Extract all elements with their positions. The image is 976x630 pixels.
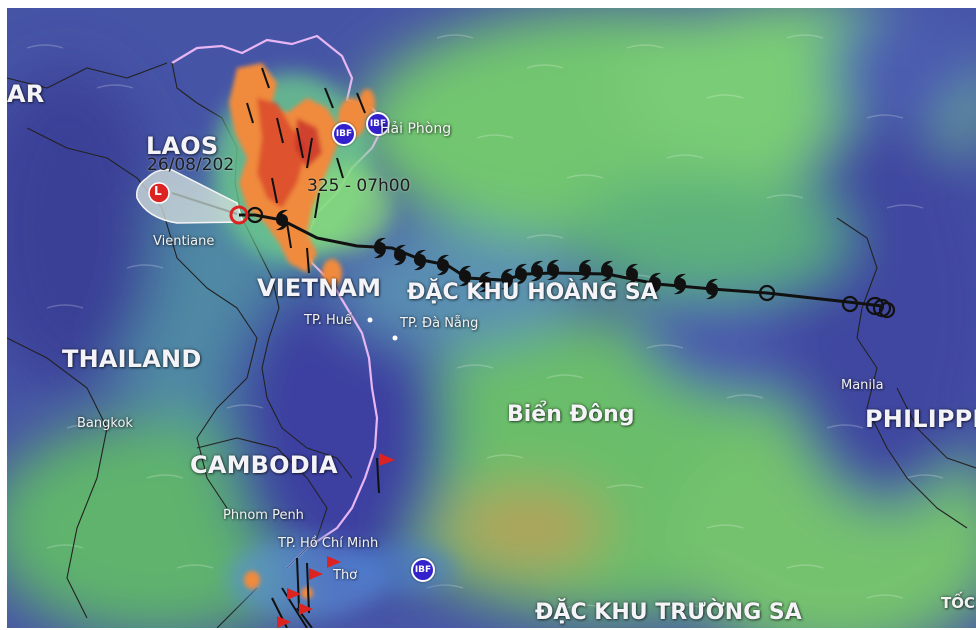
typhoon-symbol-icon <box>674 273 686 295</box>
label-myanmar-fragment: AR <box>7 80 45 108</box>
flag-icon <box>327 556 341 568</box>
typhoon-symbol-icon <box>414 249 426 271</box>
typhoon-symbol-icon <box>394 244 406 266</box>
label-can-tho: Thơ <box>333 568 358 583</box>
typhoon-symbol-icon <box>479 271 491 293</box>
forecast-time-label-2: 325 - 07h00 <box>307 176 411 196</box>
weather-map[interactable]: L IBF IBF IBF AR LAOS VIETNAM THAILAND C… <box>7 8 976 628</box>
low-marker-letter: L <box>154 184 162 198</box>
forecast-time-label-1: 26/08/202 <box>147 155 235 175</box>
label-hoang-sa: ĐẶC KHU HOÀNG SA <box>407 280 658 305</box>
label-da-nang: TP. Đà Nẵng <box>400 316 479 331</box>
flag-icon <box>277 616 291 628</box>
typhoon-symbol-icon <box>531 260 543 282</box>
flag-icons <box>277 453 395 628</box>
label-phnom-penh: Phnom Penh <box>223 508 304 523</box>
label-philippines: PHILIPPI <box>865 405 976 433</box>
label-thailand: THAILAND <box>62 345 202 373</box>
typhoon-symbol-icon <box>706 278 718 300</box>
typhoon-symbol-icon <box>501 268 513 290</box>
typhoon-symbol-icon <box>547 259 559 281</box>
label-laos: LAOS <box>146 132 219 160</box>
wind-barbs-north <box>246 67 366 274</box>
weather-station-icon[interactable]: IBF <box>332 122 356 146</box>
label-cambodia: CAMBODIA <box>190 451 338 479</box>
typhoon-symbol-icon <box>276 209 288 231</box>
typhoon-symbol-icon <box>601 260 613 282</box>
flag-icon <box>287 588 301 600</box>
typhoon-symbols <box>276 209 718 300</box>
flag-icon <box>309 568 323 580</box>
typhoon-symbol-icon <box>437 254 449 276</box>
storm-track <box>229 205 896 319</box>
label-ho-chi-minh: TP. Hồ Chí Minh <box>278 536 379 551</box>
typhoon-symbol-icon <box>579 259 591 281</box>
typhoon-symbol-icon <box>374 237 386 259</box>
weather-station-icon[interactable]: IBF <box>366 112 390 136</box>
label-vietnam: VIETNAM <box>257 274 382 302</box>
typhoon-symbol-icon <box>515 263 527 285</box>
weather-station-icon[interactable]: IBF <box>411 558 435 582</box>
rain-field-south <box>227 453 457 628</box>
label-bien-dong: Biển Đông <box>507 402 635 427</box>
label-right-edge-fragment: TỐC <box>941 594 975 612</box>
typhoon-symbol-icon <box>626 263 638 285</box>
label-vientiane: Vientiane <box>153 234 215 249</box>
map-layers <box>7 8 976 628</box>
label-truong-sa: ĐẶC KHU TRƯỜNG SA <box>535 600 802 625</box>
label-hai-phong: Hải Phòng <box>380 121 452 137</box>
typhoon-symbol-icon <box>459 265 471 287</box>
label-bangkok: Bangkok <box>77 416 133 431</box>
flag-icon <box>379 453 395 466</box>
low-pressure-icon <box>148 182 170 204</box>
past-position-circles <box>246 206 896 319</box>
forecast-cone <box>135 168 245 224</box>
low-center-ring <box>229 205 249 225</box>
wind-streaks <box>26 34 944 609</box>
flag-icon <box>299 603 313 615</box>
label-hue: TP. Huế <box>304 313 353 328</box>
city-dots <box>367 317 398 341</box>
label-manila: Manila <box>841 378 884 393</box>
typhoon-symbol-icon <box>649 272 661 294</box>
